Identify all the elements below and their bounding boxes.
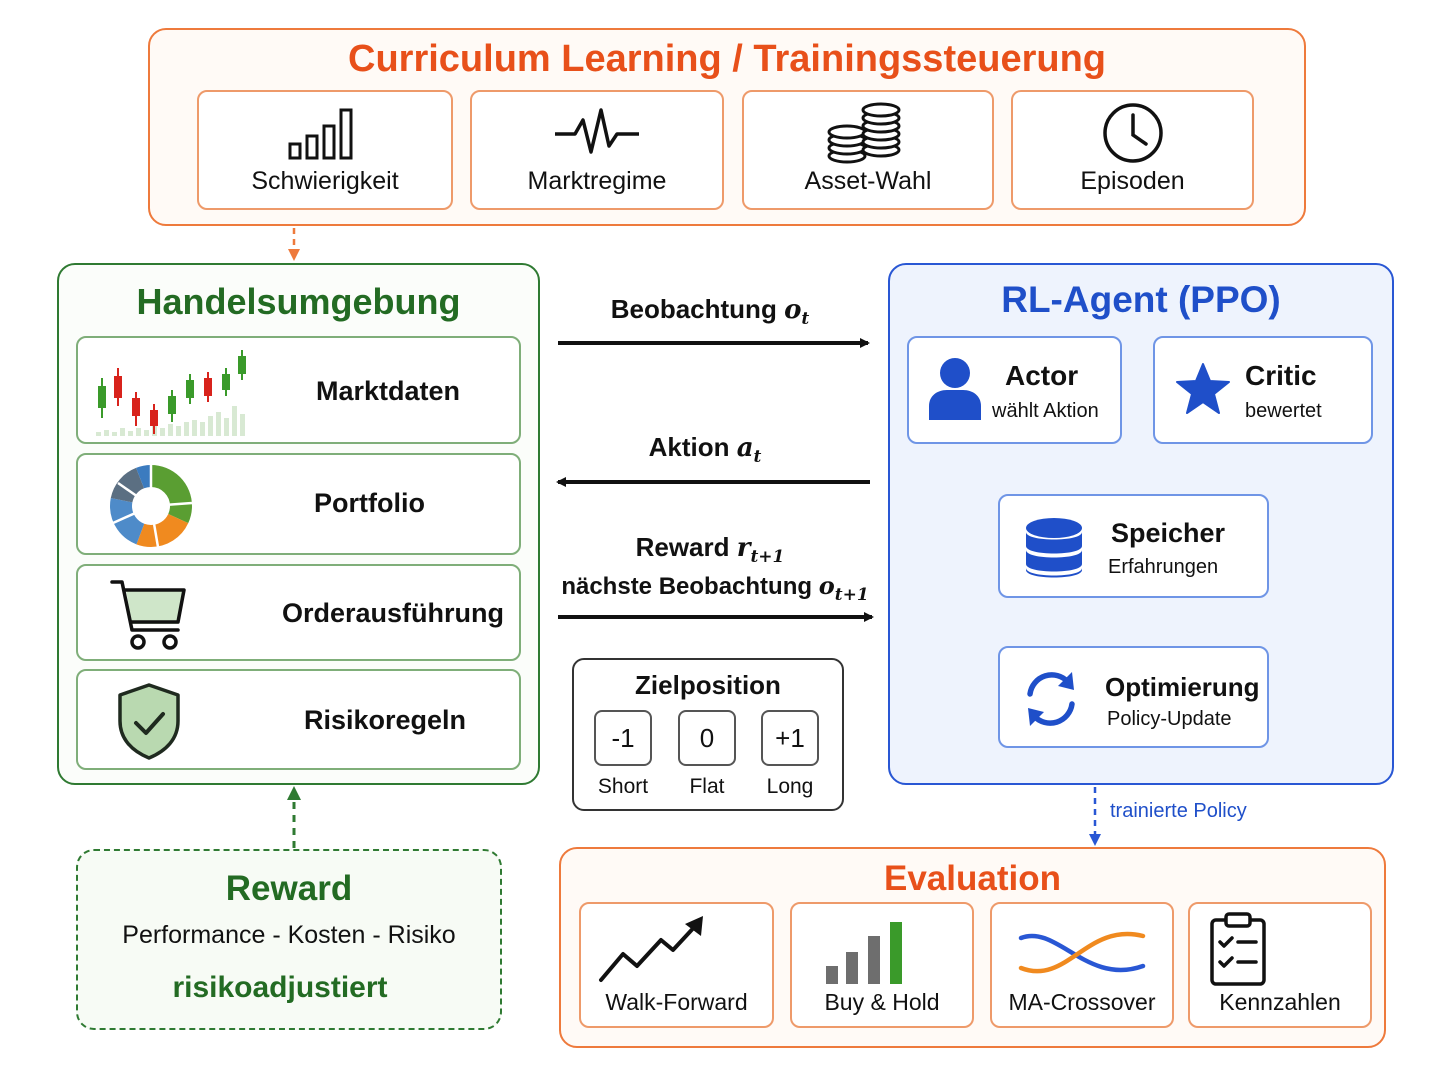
env-row-portfolio: Portfolio xyxy=(76,453,521,555)
trained-policy-label: trainierte Policy xyxy=(1110,800,1247,822)
reward-panel: Reward Performance - Kosten - Risiko ris… xyxy=(76,849,502,1030)
optimization-card: Optimierung Policy-Update xyxy=(998,646,1269,748)
env-row-label: Risikoregeln xyxy=(304,705,467,735)
memory-card: Speicher Erfahrungen xyxy=(998,494,1269,598)
env-row-label: Portfolio xyxy=(314,488,425,518)
environment-title: Handelsumgebung xyxy=(136,281,461,322)
next-observation-label: nächste Beobachtung ot+1 xyxy=(560,571,870,605)
clipboard-checklist-icon xyxy=(1190,912,1370,990)
env-row-label: Marktdaten xyxy=(316,376,461,406)
agent-title: RL-Agent (PPO) xyxy=(1001,279,1281,320)
eval-label: Kennzahlen xyxy=(1219,989,1341,1015)
critic-subtitle: bewertet xyxy=(1245,400,1322,422)
critic-card: Critic bewertet xyxy=(1153,336,1373,444)
position-short-label: Short xyxy=(597,775,649,798)
curriculum-card-asset: Asset-Wahl xyxy=(742,90,994,210)
curriculum-label: Marktregime xyxy=(527,167,667,195)
pulse-wave-icon xyxy=(472,102,722,162)
eval-label: Buy & Hold xyxy=(824,989,940,1015)
critic-title: Critic xyxy=(1245,360,1317,391)
curriculum-label: Episoden xyxy=(1080,167,1185,195)
reward-note: risikoadjustiert xyxy=(172,971,388,1004)
action-label: Aktion at xyxy=(560,432,850,467)
curriculum-card-regime: Marktregime xyxy=(470,90,724,210)
curriculum-card-episodes: Episoden xyxy=(1011,90,1254,210)
action-subscript: t xyxy=(753,447,762,468)
clock-icon xyxy=(1013,102,1252,163)
refresh-cycle-icon xyxy=(1020,668,1082,735)
shield-check-icon xyxy=(116,681,182,766)
position-short-button[interactable]: -1 xyxy=(594,710,652,766)
action-symbol: a xyxy=(736,433,754,463)
candlestick-chart-icon xyxy=(92,346,252,443)
eval-card-ma-crossover: MA-Crossover xyxy=(990,902,1174,1028)
evaluation-title: Evaluation xyxy=(884,859,1061,898)
coin-stack-icon xyxy=(744,102,992,164)
star-icon xyxy=(1175,362,1231,421)
database-icon xyxy=(1024,516,1084,587)
reward-flow-label: Reward rt+1 xyxy=(560,532,860,567)
eval-card-walk-forward: Walk-Forward xyxy=(579,902,774,1028)
observation-symbol: o xyxy=(784,295,802,325)
memory-title: Speicher xyxy=(1111,518,1226,548)
position-long-label: Long xyxy=(766,775,814,798)
env-row-order-execution: Orderausführung xyxy=(76,564,521,661)
env-row-risk-rules: Risikoregeln xyxy=(76,669,521,770)
crossing-curves-icon xyxy=(992,914,1172,992)
actor-card: Actor wählt Aktion xyxy=(907,336,1122,444)
person-icon xyxy=(927,356,983,427)
eval-card-metrics: Kennzahlen xyxy=(1188,902,1372,1028)
optimization-title: Optimierung xyxy=(1105,672,1260,702)
curriculum-title: Curriculum Learning / Trainingssteuerung xyxy=(348,38,1106,80)
position-long-button[interactable]: +1 xyxy=(761,710,819,766)
eval-label: MA-Crossover xyxy=(1008,989,1156,1015)
trend-up-arrow-icon xyxy=(581,914,772,992)
env-row-market-data: Marktdaten xyxy=(76,336,521,444)
observation-subscript: t xyxy=(801,309,810,330)
curriculum-label: Asset-Wahl xyxy=(804,167,932,195)
actor-subtitle: wählt Aktion xyxy=(992,400,1099,422)
reward-flow-symbol: r xyxy=(736,533,751,563)
reward-flow-text: Reward xyxy=(635,532,737,562)
memory-subtitle: Erfahrungen xyxy=(1108,556,1219,578)
reward-formula: Performance - Kosten - Risiko xyxy=(122,921,456,949)
actor-title: Actor xyxy=(1005,360,1079,391)
position-flat-label: Flat xyxy=(689,775,725,798)
bar-chart-icon xyxy=(792,914,972,992)
donut-chart-icon xyxy=(108,463,194,554)
env-row-label: Orderausführung xyxy=(282,598,505,628)
eval-card-buy-hold: Buy & Hold xyxy=(790,902,974,1028)
curriculum-label: Schwierigkeit xyxy=(251,167,399,195)
position-flat-button[interactable]: 0 xyxy=(678,710,736,766)
reward-title: Reward xyxy=(225,869,353,908)
next-observation-subscript: t+1 xyxy=(834,584,869,605)
action-text: Aktion xyxy=(648,432,737,462)
observation-text: Beobachtung xyxy=(610,294,785,324)
curriculum-card-difficulty: Schwierigkeit xyxy=(197,90,453,210)
eval-label: Walk-Forward xyxy=(605,989,748,1015)
bar-levels-icon xyxy=(199,102,451,162)
optimization-subtitle: Policy-Update xyxy=(1107,708,1232,730)
observation-label: Beobachtung ot xyxy=(560,294,860,329)
target-position-title: Zielposition xyxy=(635,670,781,700)
shopping-cart-icon xyxy=(108,574,192,659)
next-observation-text: nächste Beobachtung xyxy=(561,573,819,600)
reward-flow-subscript: t+1 xyxy=(750,547,785,568)
next-observation-symbol: o xyxy=(818,571,835,600)
